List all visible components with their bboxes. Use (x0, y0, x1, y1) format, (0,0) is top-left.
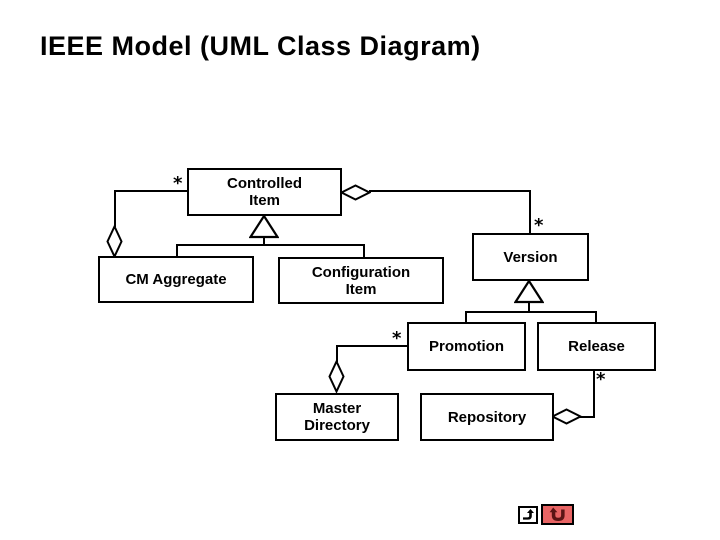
class-box-controlled-item: Controlled Item (187, 168, 342, 216)
forward-arrow-icon (521, 509, 535, 521)
multiplicity-star: * (534, 215, 544, 236)
aggregation-diamond-icon (328, 359, 345, 394)
multiplicity-star: * (596, 369, 606, 390)
connector-line (114, 190, 116, 227)
class-box-repository: Repository (420, 393, 554, 441)
multiplicity-star: * (173, 173, 183, 194)
aggregation-diamond-icon (106, 224, 123, 259)
connector-line (336, 345, 338, 362)
connector-line (595, 311, 597, 324)
class-box-configuration-item: Configuration Item (278, 257, 444, 304)
forward-action-button[interactable] (518, 506, 538, 524)
aggregation-diamond-icon (550, 408, 583, 425)
connector-line (114, 190, 188, 192)
connector-line (529, 190, 531, 234)
connector-line (176, 244, 178, 258)
connector-line (369, 190, 530, 192)
connector-line (465, 311, 467, 324)
aggregation-diamond-icon (339, 184, 372, 201)
class-box-version: Version (472, 233, 589, 281)
connector-line (579, 416, 595, 418)
class-box-cm-aggregate: CM Aggregate (98, 256, 254, 303)
class-box-release: Release (537, 322, 656, 371)
connector-line (465, 311, 597, 313)
return-action-button[interactable] (541, 504, 574, 525)
inheritance-triangle-icon (513, 278, 545, 304)
class-box-promotion: Promotion (407, 322, 526, 371)
class-box-master-directory: Master Directory (275, 393, 399, 441)
page-title: IEEE Model (UML Class Diagram) (40, 31, 481, 61)
connector-line (593, 369, 595, 418)
connector-line (336, 345, 408, 347)
connector-line (528, 301, 530, 313)
multiplicity-star: * (392, 328, 402, 349)
return-arrow-icon (547, 507, 569, 522)
connector-line (176, 244, 365, 246)
connector-line (363, 244, 365, 259)
connector-line (263, 236, 265, 246)
inheritance-triangle-icon (248, 213, 280, 239)
